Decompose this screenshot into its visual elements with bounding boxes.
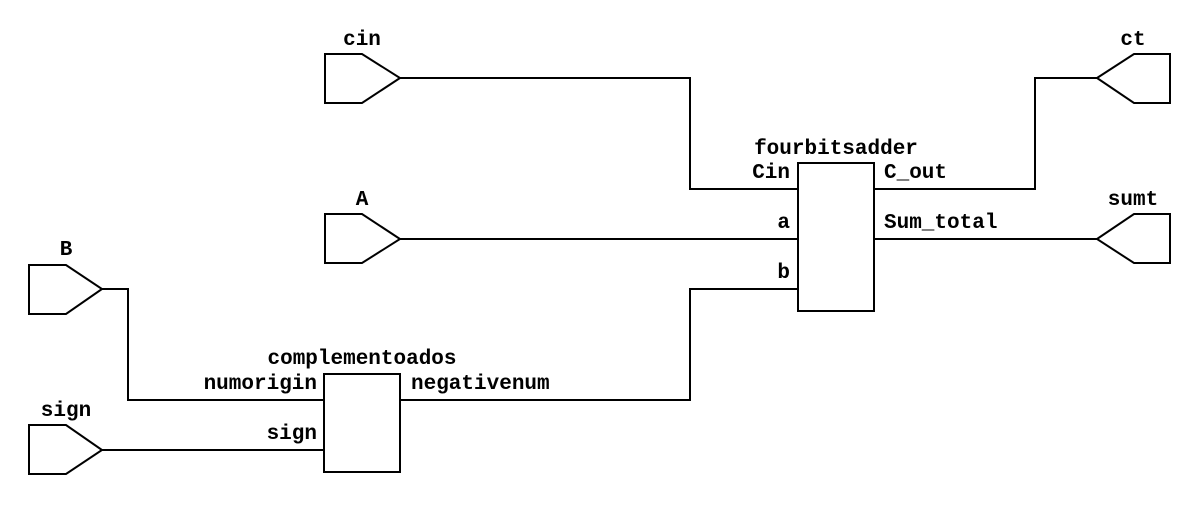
input-port-a[interactable]: A bbox=[324, 189, 402, 264]
pin-label-b: b bbox=[777, 262, 790, 285]
port-label-sumt: sumt bbox=[1108, 189, 1158, 212]
input-port-b[interactable]: B bbox=[28, 239, 104, 315]
input-port-sign[interactable]: sign bbox=[28, 400, 104, 475]
pin-label-sum-total: Sum_total bbox=[884, 212, 997, 235]
wires bbox=[102, 77, 1097, 451]
port-label-cin: cin bbox=[343, 29, 381, 52]
port-label-sign: sign bbox=[41, 400, 91, 423]
block-body bbox=[797, 162, 875, 312]
output-port-shape bbox=[1095, 213, 1171, 264]
pin-label-sign: sign bbox=[267, 423, 317, 446]
pin-label-cin: Cin bbox=[752, 162, 790, 185]
wire-b-to-complement-numorigin bbox=[102, 288, 324, 401]
pin-label-c-out: C_out bbox=[884, 162, 947, 185]
block-title: fourbitsadder bbox=[754, 138, 918, 161]
output-port-sumt[interactable]: sumt bbox=[1095, 189, 1171, 264]
wire-negativenum-to-adder-b bbox=[400, 288, 798, 401]
pin-label-a: a bbox=[777, 212, 790, 235]
output-port-shape bbox=[1095, 53, 1171, 104]
input-port-shape bbox=[28, 264, 104, 315]
wire-cin-to-adder-cin bbox=[400, 77, 798, 190]
block-body bbox=[323, 373, 401, 473]
wire-adder-cout-to-ct bbox=[874, 77, 1097, 190]
block-fourbitsadder[interactable]: fourbitsadder Cin a b C_out Sum_total bbox=[752, 138, 997, 312]
input-port-shape bbox=[28, 424, 104, 475]
input-port-shape bbox=[324, 213, 402, 264]
input-port-cin[interactable]: cin bbox=[324, 29, 402, 104]
port-label-a: A bbox=[356, 189, 369, 212]
port-label-ct: ct bbox=[1120, 29, 1145, 52]
port-label-b: B bbox=[60, 239, 73, 262]
block-complementoados[interactable]: complementoados numorigin sign negativen… bbox=[204, 348, 550, 473]
input-port-shape bbox=[324, 53, 402, 104]
pin-label-numorigin: numorigin bbox=[204, 373, 317, 396]
pin-label-negativenum: negativenum bbox=[411, 373, 550, 396]
block-title: complementoados bbox=[267, 348, 456, 371]
output-port-ct[interactable]: ct bbox=[1095, 29, 1171, 104]
